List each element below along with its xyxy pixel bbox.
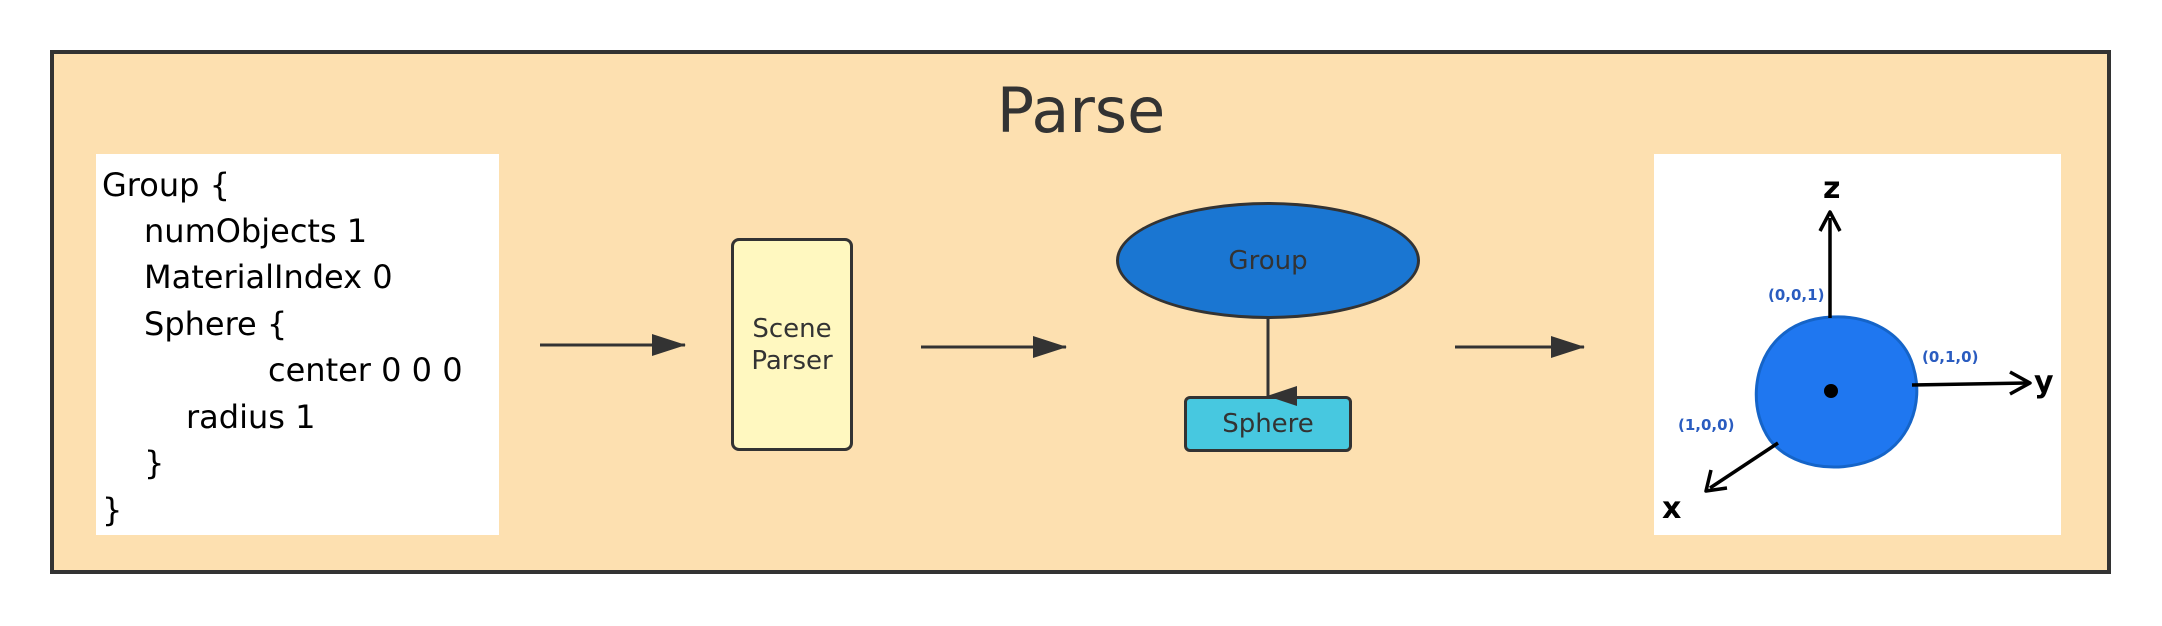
y-axis-line — [1911, 381, 2028, 387]
group-node-label: Group — [1228, 245, 1308, 276]
scene-line: Sphere { — [144, 305, 288, 343]
x-axis-line — [1709, 441, 1779, 490]
axis-label-y: y — [2034, 365, 2054, 400]
axis-label-z: z — [1823, 171, 1840, 206]
axis-label-x: x — [1662, 491, 1681, 526]
point-label-x: (1,0,0) — [1678, 416, 1734, 434]
diagram-title: Parse — [996, 74, 1166, 147]
y-axis-arrowhead — [2009, 370, 2032, 396]
sphere-illustration: z y x (0,0,1) (0,1,0) (1,0,0) — [1662, 171, 2054, 526]
sphere-node-label: Sphere — [1222, 409, 1314, 439]
scene-line: } — [102, 491, 123, 529]
scene-parser-label: Scene — [752, 313, 832, 344]
scene-line: MaterialIndex 0 — [144, 258, 393, 296]
x-axis-arrowhead — [1704, 469, 1728, 493]
scene-line: } — [144, 444, 165, 482]
sphere-center-dot — [1824, 384, 1838, 398]
group-node: Group — [1116, 202, 1420, 319]
scene-file-text: Group { numObjects 1 MaterialIndex 0 Sph… — [96, 154, 499, 535]
scene-parser-box: Scene Parser — [731, 238, 853, 451]
scene-line: numObjects 1 — [144, 212, 368, 250]
point-label-y: (0,1,0) — [1922, 348, 1978, 366]
scene-parser-label: Parser — [751, 345, 833, 376]
scene-line: center 0 0 0 — [268, 351, 463, 389]
z-axis-arrowhead — [1818, 210, 1842, 232]
point-label-z: (0,0,1) — [1768, 286, 1824, 304]
scene-line: Group { — [102, 166, 230, 204]
scene-line: radius 1 — [186, 398, 316, 436]
